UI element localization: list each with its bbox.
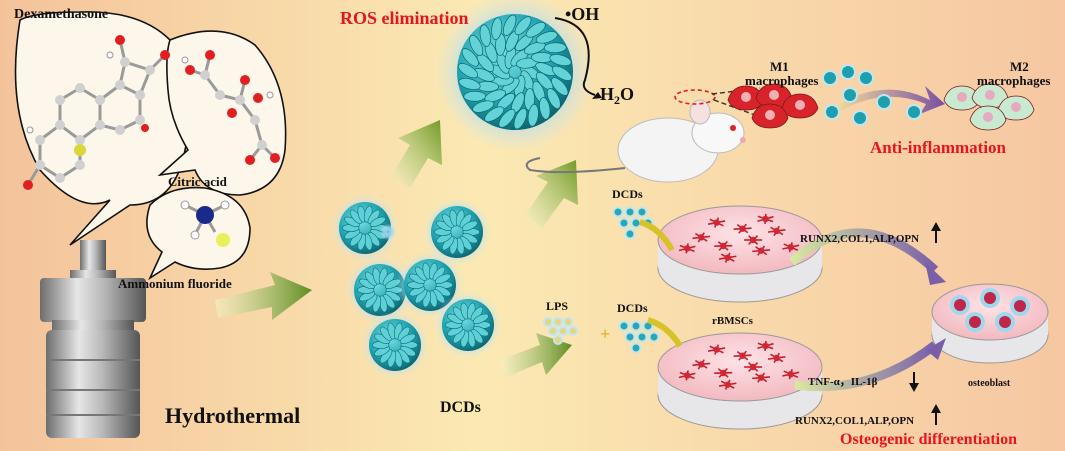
downregulation-arrow: [909, 372, 919, 392]
oh-arrowhead: [592, 92, 602, 99]
stem-cell: [782, 242, 800, 253]
macrophage-dcds: [822, 64, 922, 126]
upper-to-osteoblast-arrow: [788, 228, 939, 274]
dcd-particle: [361, 311, 429, 379]
dcds-to-mouse-arrow: [525, 160, 578, 228]
ammonium-fluoride-molecule: [180, 200, 230, 247]
mouse: [525, 89, 746, 183]
zoom-line-lower: [713, 99, 756, 116]
stem-cell: [692, 232, 711, 243]
dcds-to-lps-arrow: [500, 333, 572, 378]
markers-upper-label: RUNX2,COL1,ALP,OPN: [800, 233, 919, 245]
osteoblast-dish: [931, 283, 1049, 364]
plus-sign: +: [600, 324, 610, 344]
dcd-particle: [379, 223, 397, 241]
dcds-cluster: [331, 194, 502, 379]
m1-sub-label: macrophages: [745, 73, 818, 88]
stem-cell: [733, 223, 752, 234]
stem-cell: [718, 379, 737, 390]
upper-curve-head: [925, 262, 946, 285]
stem-cell: [757, 340, 774, 352]
stem-cell: [767, 225, 786, 237]
stem-cell: [744, 362, 763, 372]
stem-cell: [718, 252, 737, 263]
lower-curve-head: [926, 338, 946, 360]
m1-macrophages: [727, 83, 819, 129]
m2-macrophages: [943, 83, 1035, 131]
upregulation-arrow-lower: [931, 404, 941, 425]
lps-dots: [543, 317, 578, 345]
dcd-particle: [346, 256, 414, 324]
markers-lower-label: RUNX2,COL1,ALP,OPN: [795, 415, 914, 427]
reactor-to-dcds-arrow: [215, 272, 312, 320]
oh-radical-label: •OH: [565, 4, 599, 24]
citric-acid-molecule: [181, 50, 280, 165]
stem-cell: [733, 350, 752, 361]
stem-cell: [752, 372, 771, 383]
dcds-into-upper-dish-arrow: [639, 219, 675, 252]
cytokines-label: TNF-α，IL-1β: [808, 376, 878, 388]
ros-elimination-label: ROS elimination: [340, 8, 469, 28]
osteoblast-label: osteoblast: [968, 378, 1011, 389]
dcds-upper-dots: [612, 206, 654, 240]
m1-label: M1: [770, 59, 789, 74]
dcds-upper-label: DCDs: [612, 187, 643, 201]
upregulation-arrow-upper: [931, 222, 941, 243]
dcds-to-ros-arrow: [392, 120, 442, 188]
lower-to-osteoblast-arrow: [794, 341, 938, 392]
anti-inflammation-label: Anti-inflammation: [870, 138, 1007, 157]
lps-label: LPS: [546, 299, 568, 313]
stem-cell: [744, 235, 763, 245]
dcds-main-label: DCDs: [440, 399, 481, 416]
stem-cell: [714, 367, 733, 378]
rbmscs-label: rBMSCs: [712, 315, 754, 327]
dexamethasone-atoms: [23, 35, 170, 190]
m2-sub-label: macrophages: [977, 73, 1050, 88]
dexamethasone-label: Dexamethasone: [14, 7, 108, 22]
stem-cell: [752, 245, 771, 256]
h2o-label: H2O: [600, 84, 634, 107]
stem-cell: [707, 344, 726, 355]
stem-cell: [678, 243, 696, 254]
stem-cell: [714, 240, 733, 251]
hydrothermal-label: Hydrothermal: [165, 403, 300, 428]
m2-label: M2: [1010, 59, 1029, 74]
dcd-particle: [396, 251, 464, 319]
dcd-particle: [434, 291, 502, 359]
dcd-particle: [331, 194, 399, 262]
dcd-particle: [423, 198, 491, 266]
stem-cell: [678, 370, 696, 381]
stem-cell: [692, 359, 711, 370]
upper-dish: [657, 205, 823, 303]
dcds-into-lower-dish-arrow: [647, 317, 683, 348]
ammonium-fluoride-label: Ammonium fluoride: [118, 276, 232, 291]
osteogenic-label: Osteogenic differentiation: [840, 431, 1017, 448]
dcds-lower-label: DCDs: [617, 301, 648, 315]
ros-nanoflower: [435, 0, 595, 152]
stem-cell: [767, 352, 786, 364]
stem-cell: [782, 369, 800, 380]
stem-cell: [707, 217, 726, 228]
oh-to-h2o-arrow: [554, 17, 596, 96]
citric-acid-label: Citric acid: [168, 174, 228, 189]
lower-dish: [657, 332, 823, 430]
hydrothermal-reactor: [40, 240, 146, 438]
stem-cell: [757, 213, 774, 225]
